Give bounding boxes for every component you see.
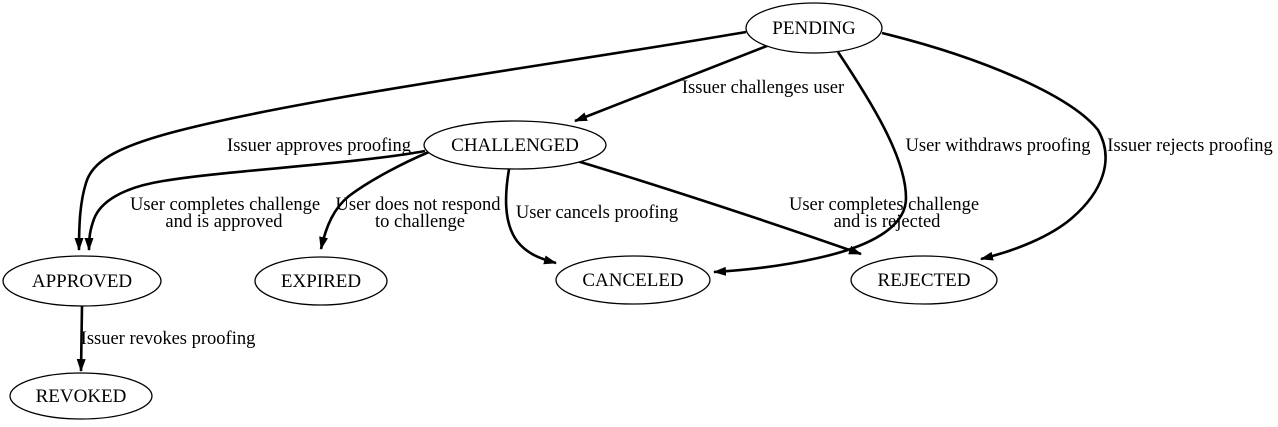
canceled-ellipse	[555, 255, 711, 305]
edge-label-issuer-rejects-proofing: Issuer rejects proofing	[1107, 136, 1272, 156]
edge-group	[74, 30, 1107, 372]
edge-label-user-withdraws-proofing: User withdraws proofing	[906, 136, 1091, 156]
rejected-label: REJECTED	[878, 270, 971, 291]
edge-label-user-does-not-respond-line2: to challenge	[375, 212, 465, 232]
edge-label-issuer-approves-proofing: Issuer approves proofing	[227, 136, 411, 156]
edge-challenged-expired	[319, 150, 430, 250]
edge-label-user-does-not-respond-line1: User does not respond	[336, 195, 502, 215]
edge-pending-challenged	[574, 42, 773, 123]
edge-label-user-completes-challenge-approved-line2: and is approved	[165, 212, 283, 232]
state-node-pending: PENDING	[745, 2, 883, 54]
expired-ellipse	[254, 256, 388, 306]
edge-pending-canceled	[713, 51, 908, 276]
edge-label-issuer-challenges-user: Issuer challenges user	[682, 78, 844, 98]
edge-challenged-approved	[84, 149, 426, 251]
edge-label-user-completes-challenge-rejected-line2: and is rejected	[834, 212, 942, 232]
edge-label-user-completes-challenge-rejected-line1: User completes challenge	[789, 195, 979, 215]
edge-approved-revoked	[76, 305, 86, 372]
edge-pending-approved	[74, 30, 747, 251]
approved-ellipse	[2, 255, 162, 307]
edge-label-user-completes-challenge-approved-line1: User completes challenge	[130, 195, 320, 215]
canceled-label: CANCELED	[582, 270, 683, 291]
state-node-challenged: CHALLENGED	[423, 120, 607, 170]
expired-label: EXPIRED	[281, 271, 361, 292]
challenged-ellipse	[423, 120, 607, 170]
state-node-approved: APPROVED	[2, 255, 162, 307]
revoked-label: REVOKED	[36, 386, 127, 407]
state-node-canceled: CANCELED	[555, 255, 711, 305]
edge-label-user-cancels-proofing: User cancels proofing	[516, 203, 678, 223]
pending-label: PENDING	[772, 18, 856, 39]
approved-label: APPROVED	[32, 271, 132, 292]
state-node-expired: EXPIRED	[254, 256, 388, 306]
edge-label-group: Issuer challenges user Issuer approves p…	[81, 78, 1273, 349]
edge-pending-rejected	[881, 31, 1107, 261]
rejected-ellipse	[850, 255, 998, 305]
state-node-rejected: REJECTED	[850, 255, 998, 305]
edge-challenged-canceled	[504, 168, 557, 265]
state-node-revoked: REVOKED	[9, 372, 153, 420]
pending-ellipse	[745, 2, 883, 54]
edge-challenged-rejected	[576, 159, 862, 256]
edge-label-issuer-revokes-proofing: Issuer revokes proofing	[81, 329, 256, 349]
challenged-label: CHALLENGED	[451, 135, 579, 156]
revoked-ellipse	[9, 372, 153, 420]
